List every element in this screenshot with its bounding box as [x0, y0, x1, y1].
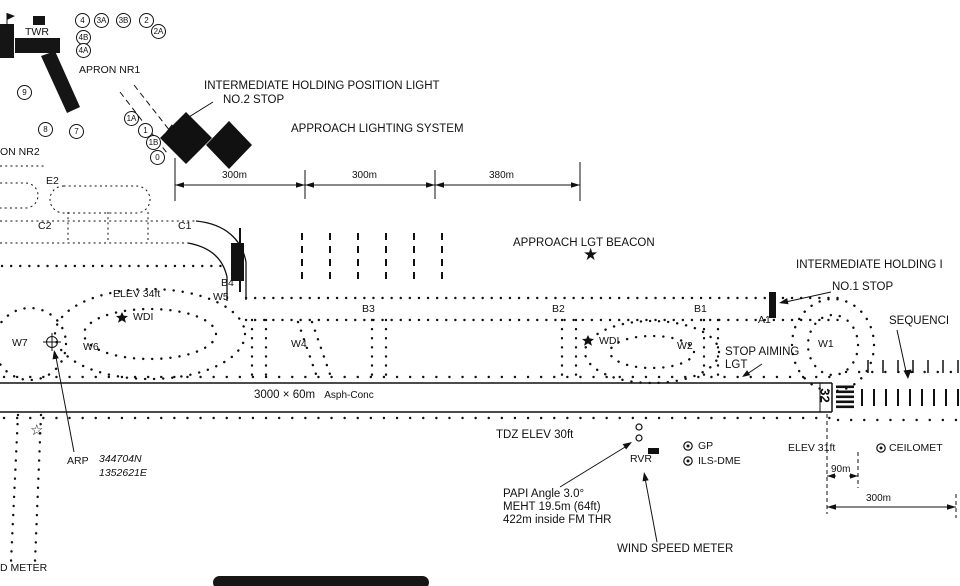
taxiway-label-b2: B2 — [552, 303, 565, 315]
upper-flasher-row — [867, 360, 959, 373]
stand-number: 0 — [150, 150, 165, 165]
right-dimension-lines — [827, 475, 956, 508]
apron-buildings — [0, 16, 80, 113]
leader-lines — [54, 101, 908, 543]
arp-longitude: 1352621E — [99, 467, 147, 479]
papi-unit-icon — [635, 434, 643, 442]
tower-label: TWR — [25, 26, 49, 38]
taxiway-light-dots — [0, 264, 876, 564]
papi-label: PAPI Angle 3.0° — [503, 488, 585, 500]
taxiway-label-w5: W5 — [213, 291, 229, 303]
arp-label: ARP — [67, 455, 89, 467]
beacon-star-icon: ★ — [583, 245, 599, 264]
stand-number: 4 — [75, 13, 90, 28]
sequenced-flasher-bars — [861, 389, 959, 406]
taxiway-label-w4: W4 — [291, 338, 307, 350]
wind-speed-meter-label: WIND SPEED METER — [617, 543, 734, 555]
wdi-left-icon — [116, 312, 128, 323]
ceilometer-icon — [876, 443, 886, 453]
runway-surface: Asph-Conc — [324, 390, 374, 401]
dimension-arrowheads — [175, 182, 580, 188]
taxiway-label-b1: B1 — [694, 303, 707, 315]
stand-number: 1B — [146, 135, 161, 150]
stand-number: 1 — [138, 123, 153, 138]
taxiway-c-curve — [187, 220, 247, 301]
elev-34-label: ELEV 34ft — [113, 288, 161, 300]
gp-icon — [683, 441, 693, 451]
wdi-left-label: WDI — [133, 311, 154, 323]
stand-number: 8 — [38, 122, 53, 137]
arp-star-icon: ☆ — [30, 422, 44, 439]
taxiway-label-w7: W7 — [12, 337, 28, 349]
taxiway-label-c2: C2 — [38, 220, 52, 232]
rvr-label: RVR — [630, 453, 652, 465]
arp-latitude: 344704N — [99, 453, 142, 465]
stand-number: 3A — [94, 13, 109, 28]
papi-unit-icon — [635, 423, 643, 431]
nav-aid-icons — [635, 423, 886, 466]
ihp-right-label: INTERMEDIATE HOLDING I — [796, 259, 943, 271]
runway-size: 3000 × 60m — [254, 389, 316, 401]
runway-outline — [0, 382, 833, 413]
taxiway-label-b4: B4 — [221, 277, 234, 289]
stand-number: 2 — [139, 13, 154, 28]
runway-edge-lights — [2, 370, 960, 422]
runway-designator: 32 — [817, 388, 833, 403]
dimension-extension-lines — [826, 414, 957, 518]
nav-aid-icon-dots — [686, 444, 883, 463]
stand-number: 2A — [151, 24, 166, 39]
apron-nr1-label: APRON NR1 — [79, 64, 141, 76]
dimension-380m: 380m — [489, 170, 515, 181]
approach-dimension-lines — [174, 158, 581, 201]
apron-taxilane-outlines — [0, 165, 196, 244]
wdi-right-icon — [582, 335, 594, 346]
approach-lgt-beacon-label: APPROACH LGT BEACON — [513, 237, 655, 249]
taxiway-label-w1: W1 — [818, 338, 834, 350]
taxiway-label-w2: W2 — [677, 340, 693, 352]
ihp-light-label-line1: INTERMEDIATE HOLDING POSITION LIGHT — [204, 80, 440, 92]
ihp-light-label-line2: NO.2 STOP — [223, 94, 285, 106]
sequenced-label: SEQUENCI — [889, 315, 950, 327]
stand-number: 9 — [17, 85, 32, 100]
ils-dme-icon — [683, 456, 693, 466]
wdi-right-label: WDI — [599, 335, 620, 347]
tower-flag-icon — [7, 13, 15, 20]
dimension-300m-right: 300m — [866, 493, 892, 504]
right-dimension-arrowheads — [827, 473, 956, 510]
stop-aiming-label-line2: LGT — [725, 359, 748, 371]
stand-number: 4A — [76, 43, 91, 58]
taxiway-label-b3: B3 — [362, 303, 375, 315]
taxiway-label-a1: A1 — [758, 314, 771, 326]
no2-stopbar — [231, 243, 244, 281]
dimension-300m-1: 300m — [222, 170, 248, 181]
taxiway-label-c1: C1 — [178, 220, 192, 232]
taxiway-label-e2: E2 — [46, 175, 59, 187]
approach-lighting-system-label: APPROACH LIGHTING SYSTEM — [291, 123, 464, 135]
dimension-300m-2: 300m — [352, 170, 378, 181]
leader-arrowheads — [52, 124, 912, 482]
ils-dme-label: ILS-DME — [698, 455, 741, 467]
thr-distance-label: 422m inside FM THR — [503, 514, 612, 526]
ceilometer-label: CEILOMET — [889, 442, 943, 454]
stand-number: 3B — [116, 13, 131, 28]
elev-31-label: ELEV 31ft — [788, 442, 836, 454]
approach-light-columns — [301, 233, 443, 285]
runway-dimensions-label: 3000 × 60m Asph-Conc — [254, 389, 374, 402]
arp-symbol-icon — [43, 333, 61, 351]
gp-label: GP — [698, 440, 714, 452]
threshold-markings — [648, 292, 854, 454]
stand-number: 1A — [124, 111, 139, 126]
taxiway-label-w6: W6 — [83, 341, 99, 353]
dimension-90m: 90m — [831, 464, 851, 475]
apron-nr2-label: ON NR2 — [0, 146, 40, 158]
stop-aiming-label-line1: STOP AIMING — [725, 346, 800, 358]
horizontal-scrollbar-thumb[interactable] — [213, 576, 429, 586]
d-meter-label: D METER — [0, 562, 48, 574]
holding-diamond-icons — [160, 112, 252, 169]
tdz-elev-label: TDZ ELEV 30ft — [496, 429, 574, 441]
stand-number: 7 — [69, 124, 84, 139]
no1-stop-label: NO.1 STOP — [832, 281, 894, 293]
meht-label: MEHT 19.5m (64ft) — [503, 501, 601, 513]
